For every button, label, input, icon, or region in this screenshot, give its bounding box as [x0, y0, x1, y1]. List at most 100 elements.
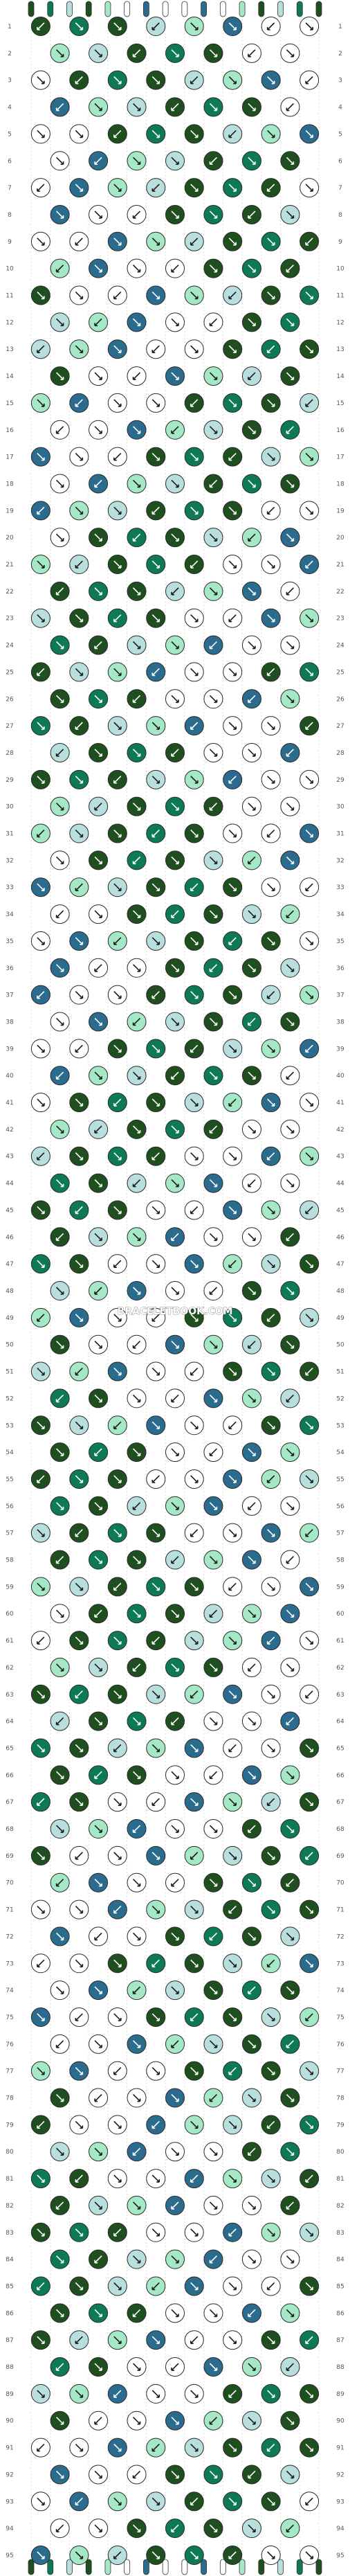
- knot: [146, 1899, 166, 1920]
- arrow-down-left-icon: [248, 856, 256, 865]
- knot: [89, 1657, 109, 1677]
- arrow-down-left-icon: [305, 1529, 313, 1537]
- knot: [107, 285, 127, 305]
- arrow-down-right-icon: [171, 2093, 179, 2102]
- arrow-down-left-icon: [228, 2390, 237, 2398]
- arrow-down-right-icon: [305, 991, 313, 999]
- arrow-down-right-icon: [56, 156, 64, 166]
- arrow-down-left-icon: [55, 265, 64, 273]
- arrow-down-right-icon: [151, 76, 160, 84]
- row-number-left: 93: [6, 2498, 13, 2505]
- knot: [300, 1146, 320, 1166]
- arrow-down-right-icon: [209, 1555, 218, 1564]
- arrow-down-left-icon: [248, 372, 256, 380]
- knot: [146, 1415, 166, 1435]
- arrow-down-right-icon: [113, 22, 122, 30]
- arrow-down-right-icon: [56, 2309, 64, 2318]
- knot: [127, 1872, 147, 1893]
- arrow-down-right-icon: [267, 1582, 275, 1591]
- row-number-left: 28: [6, 750, 14, 757]
- knot: [280, 1334, 300, 1354]
- row-number-left: 40: [6, 1073, 14, 1080]
- knot: [203, 97, 223, 117]
- knot: [280, 689, 300, 709]
- knot: [165, 97, 185, 117]
- row-number-right: 72: [336, 1933, 344, 1940]
- row-number-left: 44: [6, 1181, 14, 1188]
- knot: [203, 635, 223, 655]
- arrow-down-left-icon: [248, 2309, 256, 2318]
- knot: [184, 2276, 204, 2296]
- row-number-left: 48: [6, 1288, 14, 1295]
- arrow-down-right-icon: [267, 129, 275, 138]
- knot: [30, 555, 50, 575]
- knot: [300, 1254, 320, 1274]
- knot: [107, 2492, 127, 2512]
- knot: [50, 1550, 70, 1570]
- row-number-right: 60: [336, 1611, 344, 1618]
- knot: [203, 1926, 223, 1947]
- arrow-down-left-icon: [151, 668, 160, 677]
- row-number-left: 47: [6, 1261, 13, 1268]
- knot: [127, 474, 147, 494]
- arrow-down-left-icon: [37, 991, 45, 999]
- arrow-down-right-icon: [132, 587, 141, 596]
- arrow-down-right-icon: [267, 937, 275, 945]
- arrow-down-left-icon: [113, 1260, 122, 1268]
- knot: [50, 1496, 70, 1516]
- knot: [89, 635, 109, 655]
- knot: [69, 178, 89, 198]
- arrow-down-right-icon: [75, 184, 84, 192]
- string-end-bottom: [47, 2559, 54, 2575]
- knot: [89, 1604, 109, 1624]
- knot: [223, 393, 243, 413]
- knot: [261, 1469, 281, 1489]
- arrow-down-left-icon: [171, 2040, 179, 2048]
- arrow-down-right-icon: [267, 2336, 275, 2344]
- knot: [69, 2330, 89, 2350]
- arrow-down-right-icon: [305, 2228, 313, 2237]
- knot: [89, 1496, 109, 1516]
- arrow-down-left-icon: [209, 1932, 218, 1941]
- arrow-down-right-icon: [286, 641, 295, 650]
- row-number-left: 67: [6, 1799, 13, 1806]
- knot: [89, 2465, 109, 2485]
- knot: [107, 1631, 127, 1651]
- arrow-down-right-icon: [132, 2040, 141, 2048]
- arrow-down-left-icon: [266, 668, 275, 677]
- row-number-right: 40: [336, 1073, 344, 1080]
- knot: [261, 1307, 281, 1327]
- knot: [30, 2383, 50, 2404]
- arrow-down-right-icon: [56, 2093, 64, 2102]
- knot: [165, 2410, 185, 2431]
- arrow-down-right-icon: [75, 506, 84, 515]
- knot: [280, 204, 300, 224]
- arrow-down-left-icon: [75, 76, 83, 84]
- arrow-down-right-icon: [56, 2147, 64, 2156]
- arrow-down-right-icon: [75, 937, 84, 945]
- knot: [241, 43, 261, 63]
- knot: [50, 581, 70, 601]
- arrow-down-right-icon: [228, 76, 237, 84]
- arrow-down-right-icon: [209, 372, 218, 380]
- knot: [30, 1254, 50, 1274]
- row-number-right: 76: [336, 2041, 344, 2048]
- knot: [300, 178, 320, 198]
- arrow-down-right-icon: [132, 1555, 141, 1564]
- arrow-down-right-icon: [171, 1179, 179, 1188]
- knot: [30, 1792, 50, 1812]
- knot: [50, 1173, 70, 1193]
- knot: [241, 258, 261, 278]
- knot: [146, 178, 166, 198]
- arrow-down-left-icon: [132, 211, 141, 219]
- row-number-right: 46: [336, 1234, 344, 1241]
- arrow-down-right-icon: [75, 2282, 84, 2291]
- row-number-right: 88: [336, 2364, 344, 2371]
- arrow-down-right-icon: [286, 1825, 295, 1833]
- knot: [107, 716, 127, 736]
- arrow-down-right-icon: [209, 587, 218, 596]
- knot: [165, 1012, 185, 1032]
- knot: [280, 97, 300, 117]
- knot: [69, 1738, 89, 1758]
- knot: [261, 931, 281, 951]
